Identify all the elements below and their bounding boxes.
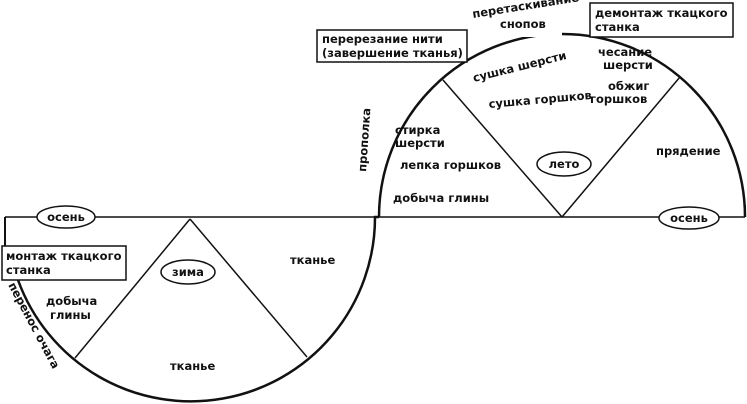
season-summer: лето (536, 151, 592, 177)
activity-pot-molding: лепка горшков (400, 158, 501, 172)
activity-wool-washing: стирка (395, 123, 440, 137)
activity-spinning: прядение (656, 144, 721, 158)
label-sheaf-hauling-2: снопов (500, 17, 546, 31)
box-thread-cutting: перерезание нити (завершение тканья) (316, 29, 468, 63)
activity-clay-2: глины (50, 308, 91, 322)
season-label: зима (172, 265, 204, 279)
activity-pot-drying: сушка горшков (488, 88, 592, 111)
box-line: перерезание нити (322, 32, 443, 46)
activity-wool-washing-2: шерсти (395, 136, 445, 150)
activity-wool-combing-2: шерсти (603, 58, 653, 72)
summer-wedge-right (561, 76, 681, 218)
winter-arc (16, 215, 379, 403)
box-line: (завершение тканья) (322, 46, 463, 60)
activity-pot-firing: обжиг (608, 79, 649, 93)
activity-weaving: тканье (290, 253, 335, 267)
season-autumn-left: осень (36, 205, 96, 229)
season-winter: зима (160, 259, 216, 285)
activity-clay-mining: добыча глины (393, 191, 489, 205)
activity-wool-combing: чесание (598, 45, 652, 59)
season-label: осень (47, 210, 85, 224)
season-label: лето (549, 157, 580, 171)
activity-clay: добыча (46, 294, 97, 308)
activity-wool-drying: сушка шерсти (471, 48, 567, 85)
season-label: осень (670, 211, 708, 225)
winter-wedge-left (74, 218, 191, 359)
activity-weaving: тканье (170, 359, 215, 373)
winter-wedge-right (189, 218, 308, 358)
summer-wedge-left (442, 79, 563, 218)
activity-pot-firing-2: горшков (590, 92, 647, 106)
box-loom-assembly: монтаж ткацкого станка (1, 245, 127, 281)
box-loom-disassembly: демонтаж ткацкого станка (589, 2, 734, 38)
box-line: станка (6, 263, 51, 277)
box-line: станка (595, 20, 640, 34)
box-line: монтаж ткацкого (6, 249, 122, 263)
label-weeding: прополка (355, 107, 373, 172)
season-autumn-right: осень (658, 206, 720, 230)
box-line: демонтаж ткацкого (595, 6, 728, 20)
